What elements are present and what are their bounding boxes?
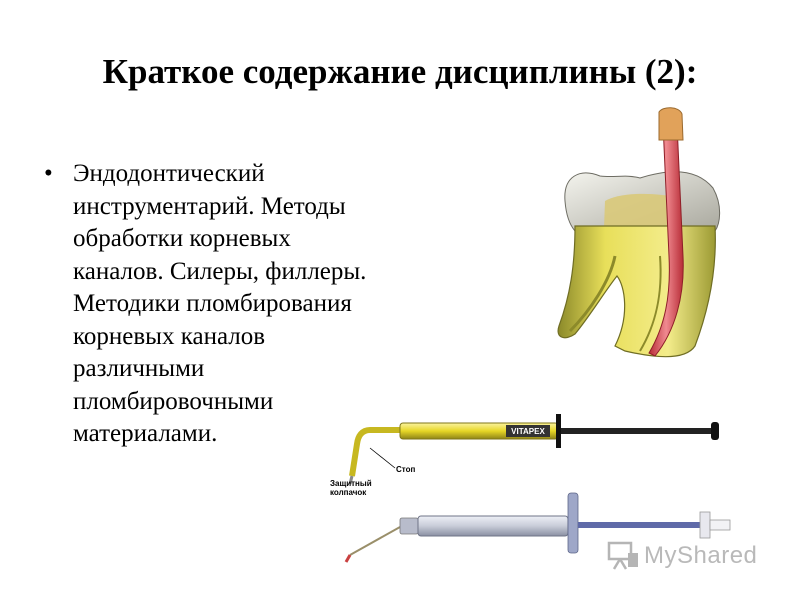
- bullet-dot: •: [44, 160, 53, 187]
- syringe-illustration-clear: [344, 492, 731, 563]
- watermark-text: MyShared: [644, 542, 758, 569]
- bullet-line: обработки корневых: [73, 225, 291, 252]
- label-cap-line2: колпачок: [330, 488, 367, 497]
- slide-title: Краткое содержание дисциплины (2):: [102, 52, 698, 91]
- syringe-brand-label: VITAPEX: [511, 427, 545, 436]
- label-stop: Стоп: [396, 465, 415, 474]
- bullet-line: пломбировочными: [73, 387, 274, 415]
- label-cap-line1: Защитный: [330, 479, 372, 488]
- bullet-item: • Эндодонтический инструментарий. Методы…: [44, 158, 434, 451]
- bullet-line: каналов. Силеры, филлеры.: [73, 257, 367, 285]
- syringe-illustration-yellow: VITAPEX Стоп Защитный колпачок: [330, 414, 719, 497]
- bullet-line: корневых каналов: [73, 322, 266, 350]
- tooth-illustration: [557, 107, 721, 358]
- bullet-line: инструментарий. Методы: [73, 192, 346, 220]
- bullet-line: Методики пломбирования: [73, 290, 352, 317]
- bullet-line: различными: [73, 355, 205, 382]
- presentation-board-icon: [607, 541, 638, 570]
- bullet-line: Эндодонтический: [73, 160, 265, 187]
- watermark: MyShared: [606, 538, 757, 574]
- bullet-line: материалами.: [73, 420, 218, 447]
- bullet-text: Эндодонтический инструментарий. Методы о…: [73, 158, 434, 451]
